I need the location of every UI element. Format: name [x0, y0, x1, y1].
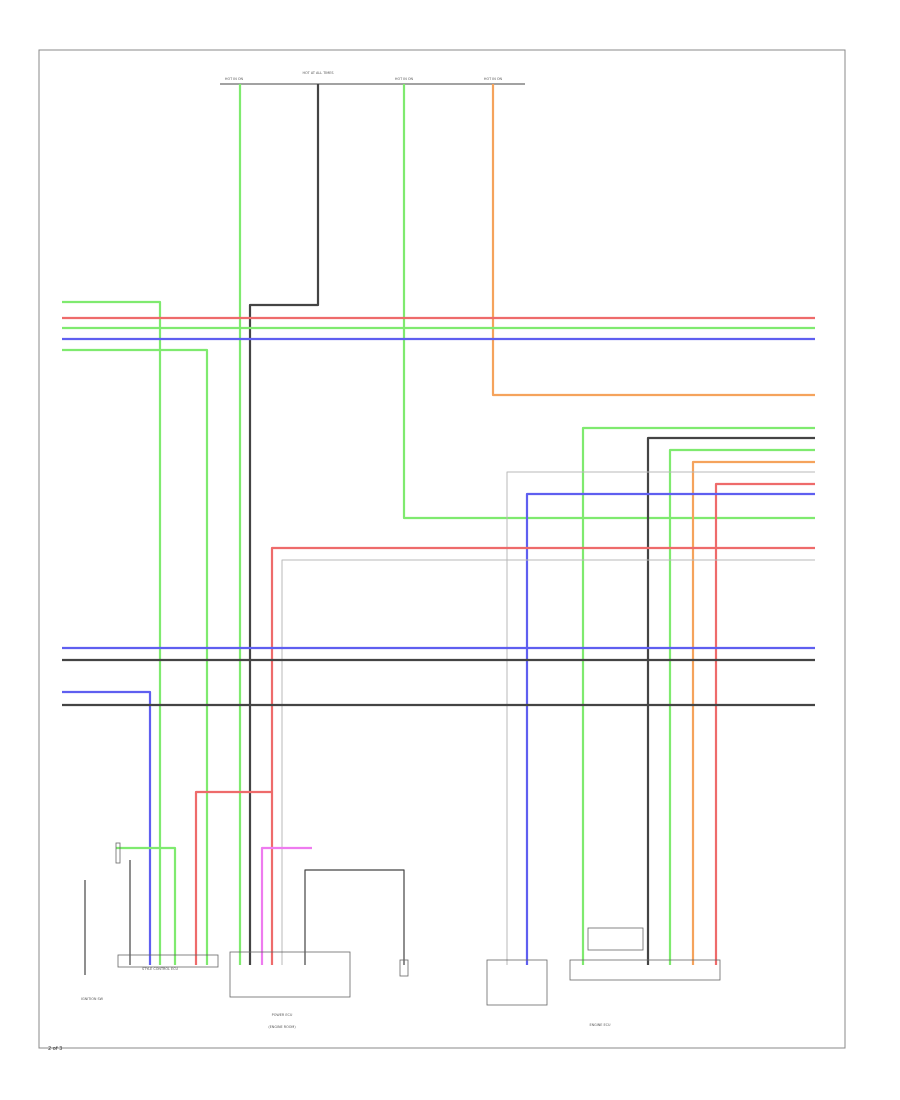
wire-feed-orange	[491, 84, 815, 397]
wire-mid-red	[270, 546, 815, 965]
wire-right-gray	[506, 471, 815, 965]
center-module-box	[229, 951, 351, 998]
wire-feed-green-2	[402, 84, 815, 520]
right-module-box	[569, 959, 721, 981]
wire-layer	[62, 84, 815, 975]
wire-right-blue	[525, 492, 815, 965]
right-relay-box	[587, 927, 644, 951]
side-label: IGNITION SW	[81, 997, 104, 1001]
wire-center-black	[304, 869, 405, 965]
wire-center-pink	[260, 846, 312, 965]
right-module-label: ENGINE ECU	[589, 1023, 611, 1027]
left-connector	[115, 842, 121, 864]
top-label-1: HOT IN ON	[225, 77, 244, 81]
component-layer	[115, 842, 721, 1006]
left-module-box	[117, 954, 219, 968]
wire-left-red	[194, 790, 272, 965]
wire-mid-gray	[281, 559, 815, 965]
wire-bus-green-c	[62, 348, 209, 965]
top-label-2: HOT AT ALL TIMES	[302, 71, 333, 75]
top-label-3: HOT IN ON	[395, 77, 414, 81]
wire-right-green-2	[668, 448, 815, 965]
wire-right-green	[581, 426, 815, 965]
wire-feed-black	[248, 84, 320, 965]
center-module-label: POWER ECU	[272, 1013, 293, 1017]
page-number: 2 of 3	[48, 1046, 63, 1052]
top-label-4: HOT IN ON	[484, 77, 503, 81]
wire-bus-green-a	[62, 300, 162, 965]
wire-right-black	[646, 436, 815, 965]
right-sub-box	[486, 959, 548, 1006]
wire-right-orange	[691, 460, 815, 965]
wire-low-blue-b	[62, 690, 152, 965]
center-module-sub-label: (ENGINE ROOM)	[268, 1025, 296, 1029]
wire-right-red	[714, 482, 815, 965]
center-side-fuse	[399, 959, 409, 977]
wire-left-green	[116, 846, 177, 965]
left-module-label: STYLE CONTROL ECU	[142, 967, 179, 971]
diagram-frame	[38, 49, 846, 1049]
